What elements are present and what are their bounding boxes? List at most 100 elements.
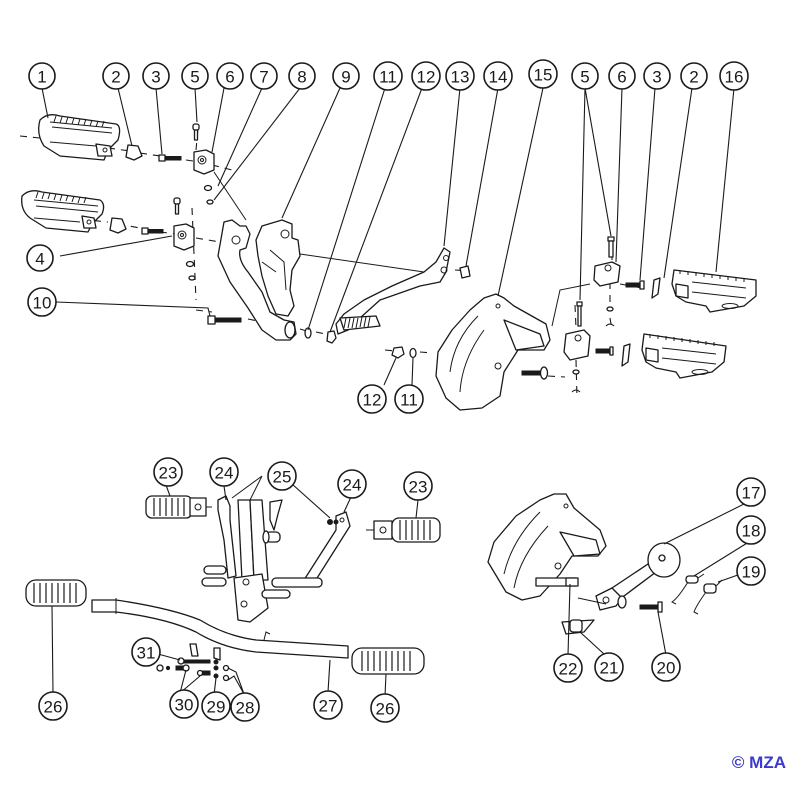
bushing-14	[459, 265, 471, 279]
callout-number: 31	[137, 644, 156, 663]
callout-circle	[181, 62, 209, 90]
callout-circle	[483, 61, 513, 91]
footpeg-23-left	[145, 495, 212, 519]
callout-number: 26	[376, 700, 395, 719]
bolt-3-right	[625, 280, 645, 290]
callout-number: 2	[689, 68, 698, 87]
callout-number: 5	[580, 68, 589, 87]
callout-number: 4	[35, 250, 44, 269]
callout-5: 5	[571, 62, 599, 90]
callout-number: 18	[742, 522, 761, 541]
shaft-17	[595, 542, 681, 611]
nut-12	[326, 330, 337, 344]
callout-number: 11	[379, 68, 397, 87]
plate-lower	[109, 217, 127, 234]
callout-circle	[528, 59, 558, 89]
callout-9: 9	[332, 62, 360, 90]
callout-29: 29	[201, 691, 231, 721]
footpeg-23-right	[366, 517, 441, 543]
callout-circle	[38, 691, 68, 721]
callout-12: 12	[357, 384, 387, 414]
footpeg-upper-left	[38, 114, 121, 161]
bracket-assembly-lower-right	[487, 493, 607, 601]
callout-circle	[313, 690, 343, 720]
callout-number: 6	[617, 68, 626, 87]
callout-20: 20	[651, 652, 681, 682]
callout-12: 12	[411, 61, 441, 91]
callout-2: 2	[680, 62, 708, 90]
callout-23: 23	[403, 471, 433, 501]
callout-21: 21	[594, 652, 624, 682]
bolt-right-lower	[595, 346, 614, 356]
callout-circle	[26, 244, 54, 272]
callout-number: 5	[190, 68, 199, 87]
callout-number: 22	[559, 660, 578, 679]
bolt-20	[639, 601, 663, 613]
callout-30: 30	[169, 689, 199, 719]
brake-pedal-13	[335, 247, 451, 335]
bolt-5-right	[607, 236, 615, 258]
callout-number: 24	[215, 464, 234, 483]
callout-circle	[680, 62, 708, 90]
callout-circle	[216, 62, 244, 90]
axis-lines	[19, 127, 643, 399]
bracket-15	[435, 293, 551, 411]
callout-3: 3	[142, 62, 170, 90]
callout-number: 26	[44, 698, 63, 717]
callout-circle	[102, 62, 130, 90]
callout-circle	[209, 457, 239, 487]
callout-number: 10	[33, 294, 52, 313]
callout-circle	[337, 469, 367, 499]
callout-number: 13	[451, 68, 470, 87]
callout-31: 31	[131, 637, 161, 667]
callout-number: 1	[37, 68, 46, 87]
callout-number: 23	[159, 464, 178, 483]
washer-7	[203, 184, 213, 192]
callout-19: 19	[736, 556, 766, 586]
callout-number: 25	[273, 468, 292, 487]
callout-circle	[736, 477, 766, 507]
callout-14: 14	[483, 61, 513, 91]
callout-circle	[153, 457, 183, 487]
callout-13: 13	[445, 61, 475, 91]
callout-23: 23	[153, 457, 183, 487]
callout-number: 16	[725, 68, 744, 87]
grip-26-left	[25, 579, 87, 607]
callout-number: 27	[319, 697, 338, 716]
callout-3: 3	[643, 62, 671, 90]
callout-circle	[719, 61, 749, 91]
washer-right-lower	[572, 369, 580, 375]
callout-17: 17	[736, 477, 766, 507]
washer-11b	[409, 347, 417, 359]
plate-2-right	[651, 277, 661, 299]
callout-circle	[357, 384, 387, 414]
callout-27: 27	[313, 690, 343, 720]
callout-circle	[373, 61, 403, 91]
callout-circle	[608, 62, 636, 90]
copyright-notice: © MZA	[731, 753, 786, 772]
bracket-9	[217, 219, 301, 341]
callout-circle	[201, 691, 231, 721]
callout-16: 16	[719, 61, 749, 91]
callout-number: 23	[409, 478, 428, 497]
hardware-28-31	[156, 657, 230, 682]
callout-number: 30	[175, 696, 194, 715]
callout-circle	[394, 384, 424, 414]
footpeg-lower-left	[21, 190, 105, 233]
callout-circle	[332, 62, 360, 90]
plate-21	[561, 619, 595, 635]
callout-number: 17	[742, 484, 761, 503]
bolt-10	[207, 315, 242, 325]
bolt-5-right-lower	[576, 301, 583, 327]
nut-lower	[188, 275, 196, 281]
callout-circle	[267, 461, 297, 491]
block-6	[193, 149, 215, 175]
callout-circle	[553, 653, 583, 683]
callout-number: 20	[657, 659, 676, 678]
callout-4: 4	[26, 244, 54, 272]
callout-number: 11	[400, 391, 418, 410]
callout-circle	[411, 61, 441, 91]
spring-18	[671, 573, 705, 605]
